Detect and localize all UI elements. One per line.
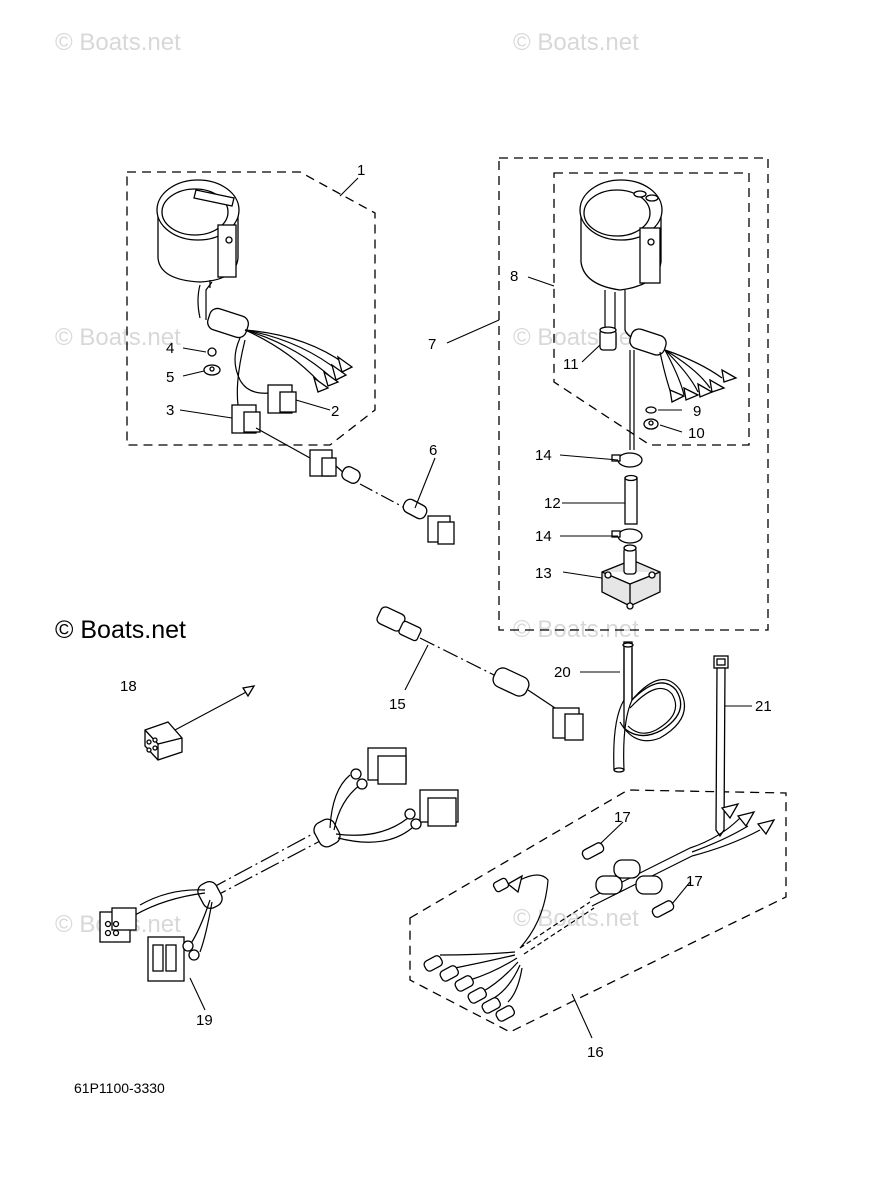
sub-harness-16: [423, 802, 776, 1022]
callout-14-lower: 14: [535, 528, 552, 545]
fuse-17-upper: [581, 842, 605, 860]
gauge-8-wire-leads: [659, 349, 738, 403]
callout-20: 20: [554, 664, 571, 681]
gauge-1-wire-leads: [234, 329, 354, 406]
group-outline-8: [553, 172, 750, 446]
callout-6: 6: [429, 442, 437, 459]
callout-7: 7: [428, 336, 436, 353]
watermark: © Boats.net: [513, 29, 639, 56]
group-outline-7: [498, 157, 769, 631]
washer-9: [645, 406, 657, 414]
group-outline-1: [126, 171, 376, 446]
main-harness-19: [99, 747, 459, 982]
callout-2: 2: [331, 403, 339, 420]
callout-17-lower: 17: [686, 873, 703, 890]
callout-16: 16: [587, 1044, 604, 1061]
washer-4: [207, 347, 217, 357]
tube-12: [624, 474, 638, 525]
gauge-8: [579, 179, 667, 356]
watermark: © Boats.net: [513, 324, 639, 351]
callout-3: 3: [166, 402, 174, 419]
callout-1: 1: [357, 162, 365, 179]
sensor-cable-15: [376, 606, 584, 741]
main-watermark: © Boats.net: [55, 616, 186, 644]
connector-3: [231, 404, 261, 434]
callout-14-upper: 14: [535, 447, 552, 464]
callout-5: 5: [166, 369, 174, 386]
connector-2: [267, 384, 297, 414]
extension-harness-6: [255, 427, 455, 545]
diagram-code: 61P1100-3330: [74, 1080, 165, 1096]
callout-11: 11: [563, 356, 579, 373]
group-outline-16: [409, 789, 787, 1033]
pickup-13: [601, 544, 661, 610]
fuse-17-lower: [651, 900, 675, 918]
callout-10: 10: [688, 425, 705, 442]
callout-18: 18: [120, 678, 137, 695]
hose-20: [613, 641, 686, 773]
leader-lines: [179, 177, 752, 1039]
callout-12: 12: [544, 495, 561, 512]
gauge-1: [156, 179, 249, 339]
callout-4: 4: [166, 340, 174, 357]
callout-9: 9: [693, 403, 701, 420]
watermark: © Boats.net: [513, 905, 639, 932]
plug-18: [144, 685, 256, 761]
callout-19: 19: [196, 1012, 213, 1029]
callout-13: 13: [535, 565, 552, 582]
callout-15: 15: [389, 696, 406, 713]
watermark: © Boats.net: [55, 29, 181, 56]
callout-21: 21: [755, 698, 772, 715]
cap-11: [599, 326, 617, 351]
watermark: © Boats.net: [55, 324, 181, 351]
clamp-14-lower: [611, 528, 643, 544]
callout-8: 8: [510, 268, 518, 285]
callout-17-upper: 17: [614, 809, 631, 826]
